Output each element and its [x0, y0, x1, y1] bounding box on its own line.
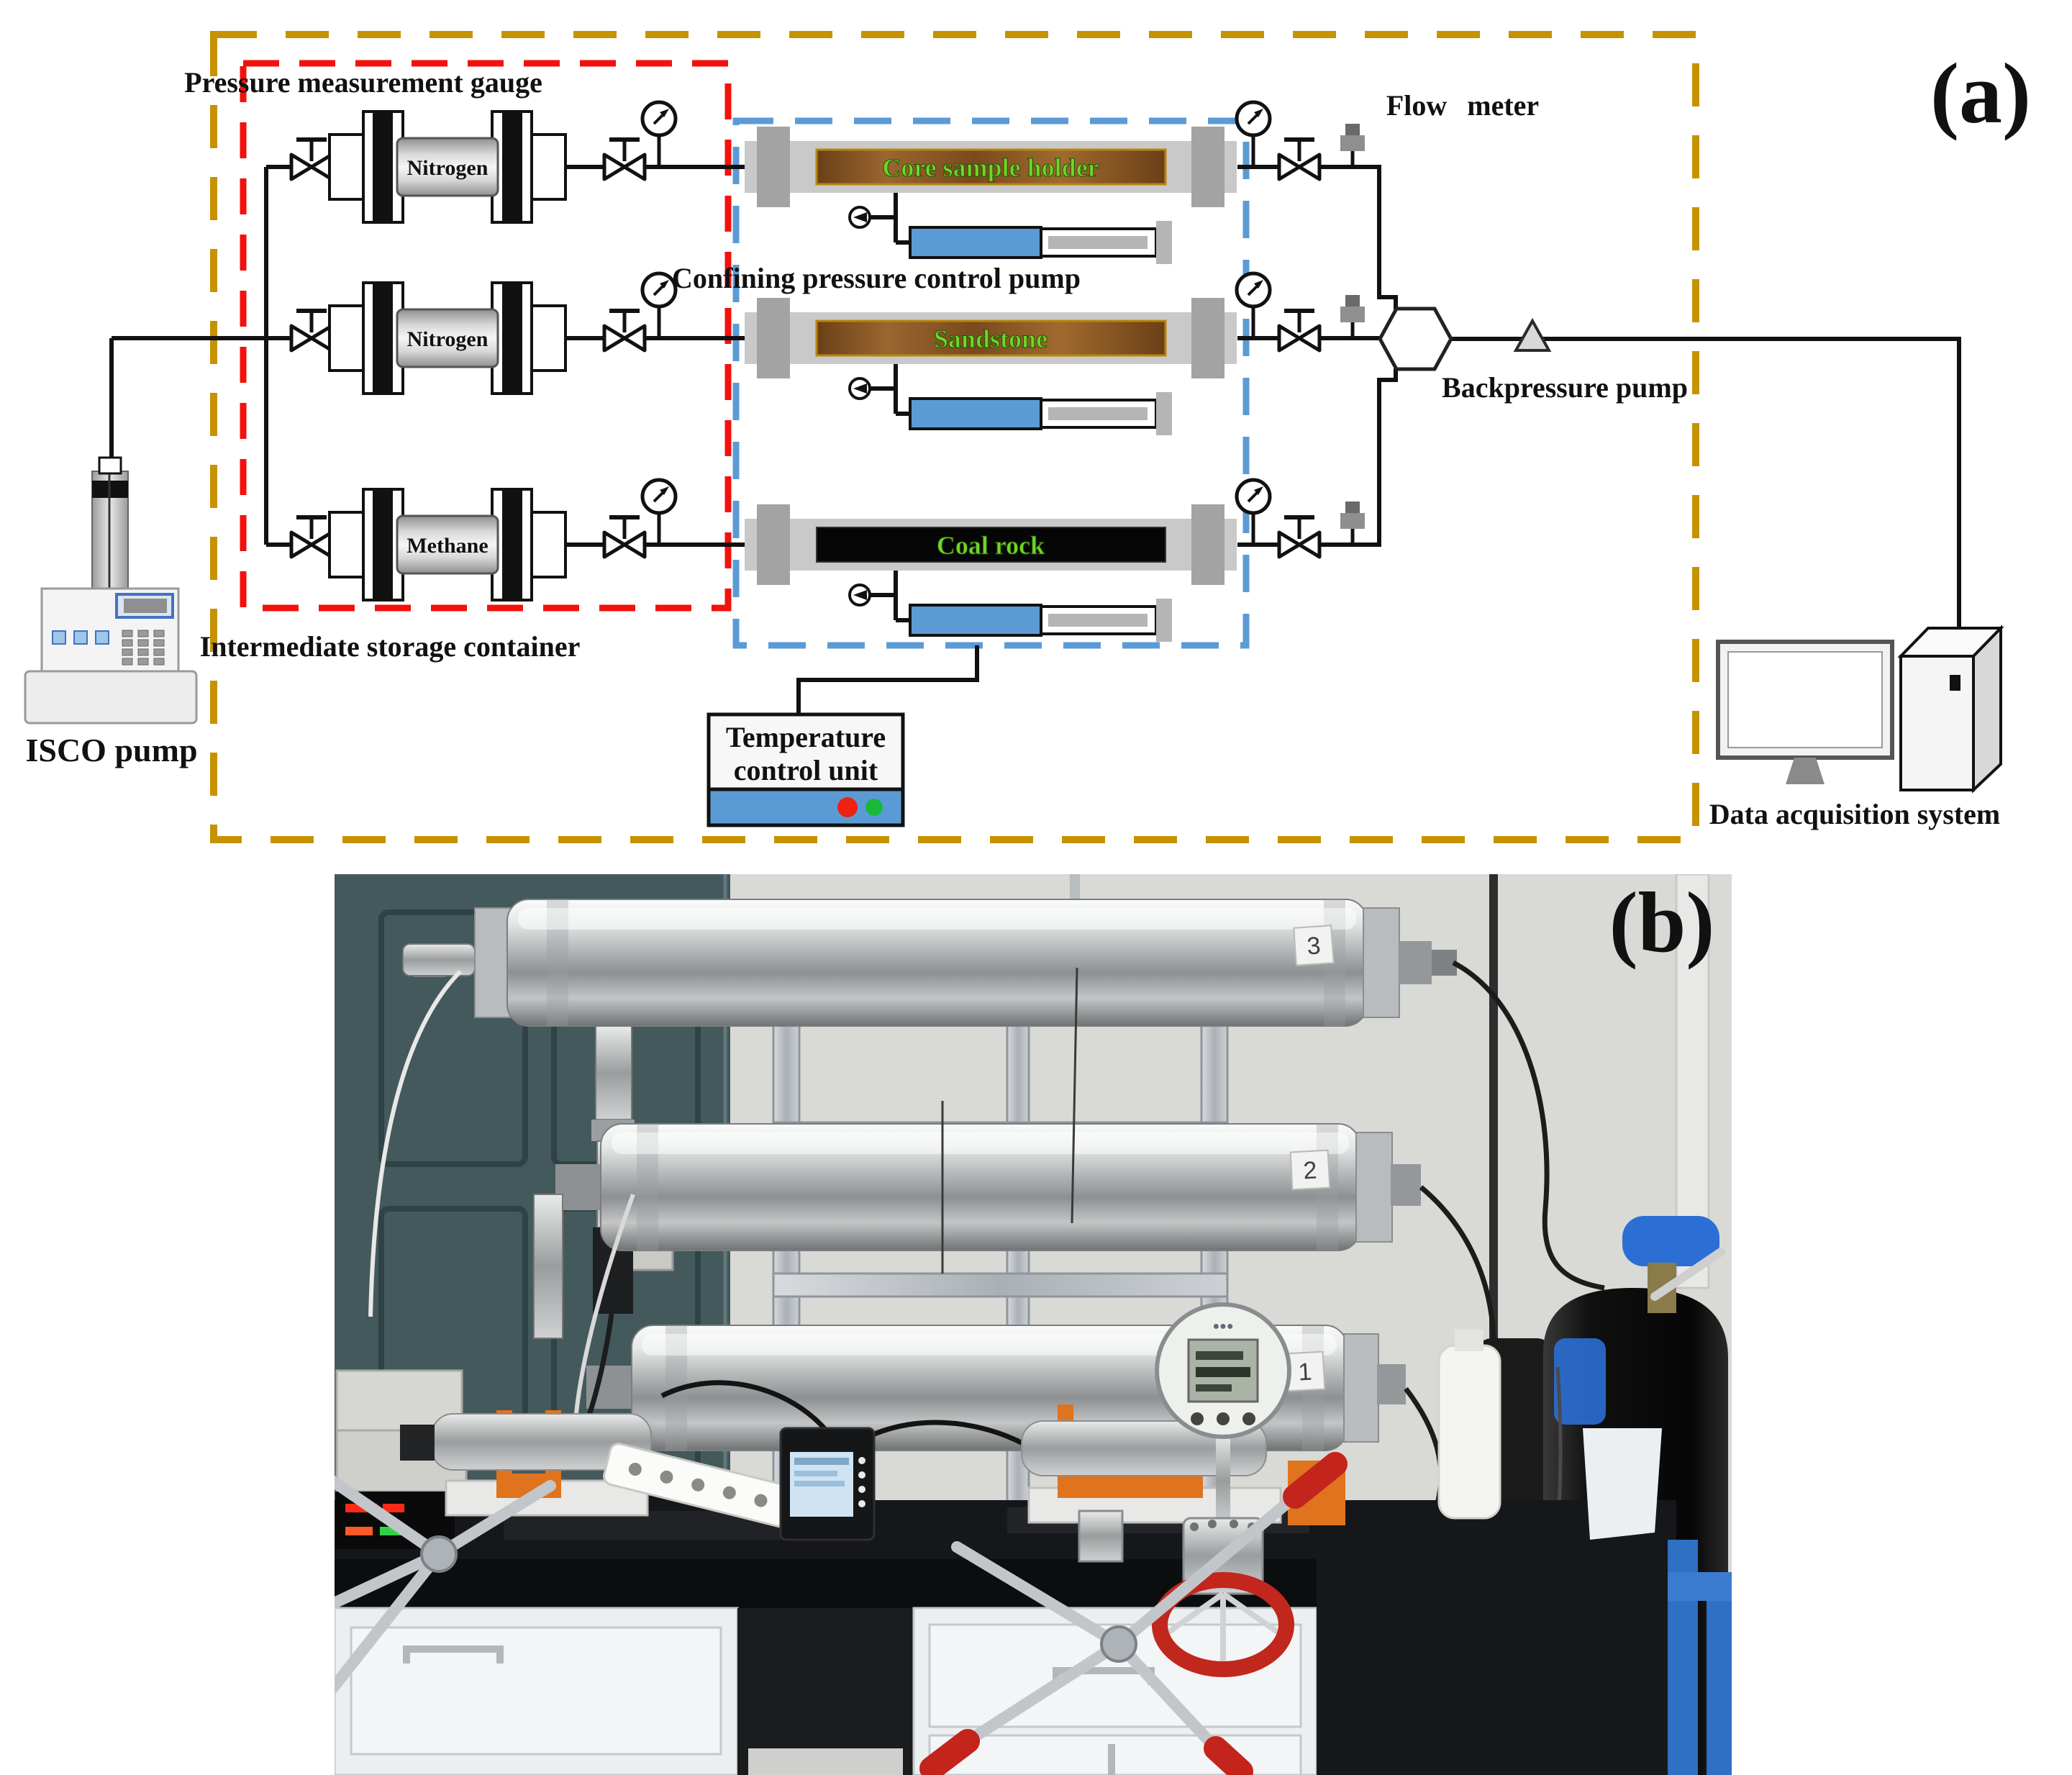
- isco-keypad: [122, 630, 165, 666]
- backpressure-label: Backpressure pump: [1442, 371, 1688, 404]
- controller: [779, 1427, 876, 1541]
- gas-label: Methane: [406, 534, 488, 558]
- pressure-gauge-icon: [642, 102, 676, 167]
- indicator-red-icon: [837, 797, 858, 817]
- cloth: [1583, 1428, 1662, 1540]
- isco-pump-label: ISCO pump: [25, 732, 197, 768]
- flow-meter-label: Flow meter: [1386, 89, 1539, 122]
- panel-b-label: (b): [1609, 874, 1715, 970]
- bottle: [1437, 1330, 1501, 1520]
- blue-rack: [1583, 1428, 1732, 1775]
- valve-handwheel-right: [919, 1452, 1348, 1775]
- pressure-gauge-icon: [1237, 102, 1270, 167]
- valve-icon: [604, 140, 645, 179]
- flow-meter-icon: [1340, 124, 1365, 167]
- gas-label: Nitrogen: [407, 156, 489, 180]
- power-strip: [603, 1443, 800, 1529]
- storage-row-2: Nitrogen: [291, 273, 676, 395]
- digital-pressure-gauge: ●●●: [1155, 1302, 1291, 1527]
- backpressure-pump-icon: [1513, 317, 1552, 352]
- red-flange-ring: [1152, 1572, 1294, 1677]
- temp-label-line2: control unit: [734, 754, 878, 786]
- isco-pump: [24, 456, 198, 725]
- confining-pump-label: Confining pressure control pump: [672, 262, 1081, 294]
- photo-panel: 3 2 1: [335, 874, 1732, 1775]
- holder-row-3: Coal rock: [745, 480, 1365, 643]
- svg-text:●●●: ●●●: [1213, 1320, 1234, 1333]
- data-acquisition-system: [1716, 625, 2004, 794]
- drawer-handle: [403, 1645, 504, 1663]
- pressure-gauge-label: Pressure measurement gauge: [184, 66, 542, 99]
- valve-handwheel-left: [335, 1475, 556, 1696]
- tag-2-text: 2: [1303, 1157, 1318, 1185]
- sample-label: Sandstone: [934, 324, 1048, 353]
- check-valve-icon: [848, 206, 871, 229]
- confining-syringe-pump-icon: [909, 219, 1173, 265]
- cylinder-label: [1554, 1338, 1606, 1425]
- daq-label: Data acquisition system: [1709, 798, 2000, 830]
- holder-row-2: Sandstone: [745, 273, 1365, 437]
- sample-label: Coal rock: [937, 531, 1045, 560]
- storage-row-3: Methane: [291, 480, 676, 601]
- cylinder-valve-guard: [1622, 1216, 1719, 1266]
- holder-row-1: Core sample holder: [745, 102, 1365, 265]
- temp-label-line1: Temperature: [726, 721, 886, 753]
- gas-label: Nitrogen: [407, 327, 489, 351]
- pressure-vessel-middle: 2: [533, 1123, 1421, 1339]
- valve-icon: [291, 140, 332, 179]
- schematic-panel: Nitrogen Core sample holder Nitrogen San…: [24, 31, 2031, 843]
- holder-boundary: [732, 117, 1250, 649]
- intermediate-storage-label: Intermediate storage container: [200, 630, 581, 663]
- tag-3-text: 3: [1306, 932, 1322, 960]
- manifold-junction-icon: [1378, 307, 1453, 371]
- panel-a-label: (a): [1930, 45, 2031, 141]
- tag-3: [1293, 925, 1335, 966]
- indicator-green-icon: [865, 799, 883, 816]
- tag-1-text: 1: [1298, 1358, 1313, 1386]
- wall-conduit: [1489, 874, 1498, 1432]
- outer-system-boundary: [210, 31, 1699, 843]
- sample-label: Core sample holder: [882, 153, 1099, 182]
- storage-row-1: Nitrogen: [291, 102, 676, 224]
- computer-tower-icon: [1897, 625, 2004, 794]
- tag-2: [1289, 1149, 1331, 1191]
- valve-icon: [1279, 140, 1319, 179]
- storage-boundary: [240, 60, 732, 612]
- temperature-control-unit: Temperature control unit: [706, 712, 905, 827]
- pressure-vessel-top: 3: [402, 899, 1457, 1027]
